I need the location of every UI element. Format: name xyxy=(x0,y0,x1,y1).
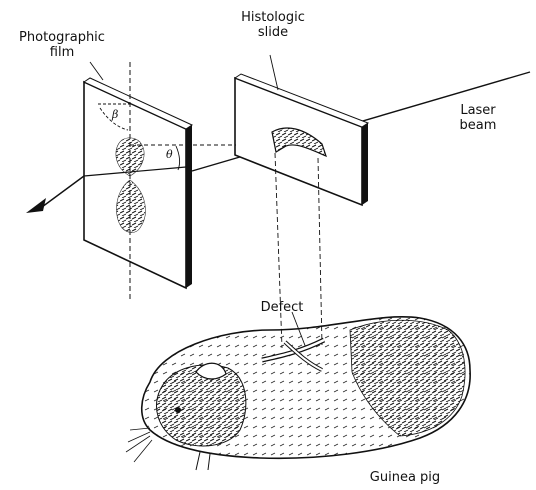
laser-beam-label-line2: beam xyxy=(448,118,508,133)
histologic-slide-label-line1: Histologic xyxy=(228,10,318,25)
histologic-slide-label-line2: slide xyxy=(228,25,318,40)
histologic-slide-label: Histologic slide xyxy=(228,10,318,40)
exit-beam-line xyxy=(42,176,84,207)
beta-symbol: β xyxy=(112,108,118,121)
projection-line-left xyxy=(275,153,282,348)
beam-arrowhead xyxy=(26,198,46,213)
guinea-pig-label: Guinea pig xyxy=(360,470,450,485)
guinea-pig xyxy=(126,317,470,470)
photographic-film-label-line1: Photographic xyxy=(2,30,122,45)
laser-beam-label-line1: Laser xyxy=(448,103,508,118)
defect-label: Defect xyxy=(252,300,312,315)
guinea-pig-dark-patch-head xyxy=(157,365,246,446)
guinea-pig-eye xyxy=(175,407,181,413)
film-leader xyxy=(90,62,103,80)
photographic-film-label-line2: film xyxy=(2,45,122,60)
guinea-pig-whiskers xyxy=(126,428,152,462)
theta-symbol: θ xyxy=(166,148,173,161)
guinea-pig-foot xyxy=(196,452,210,470)
photographic-film-label: Photographic film xyxy=(2,30,122,60)
photographic-film-plate xyxy=(84,78,192,288)
slide-leader xyxy=(270,55,278,90)
laser-beam-label: Laser beam xyxy=(448,103,508,133)
